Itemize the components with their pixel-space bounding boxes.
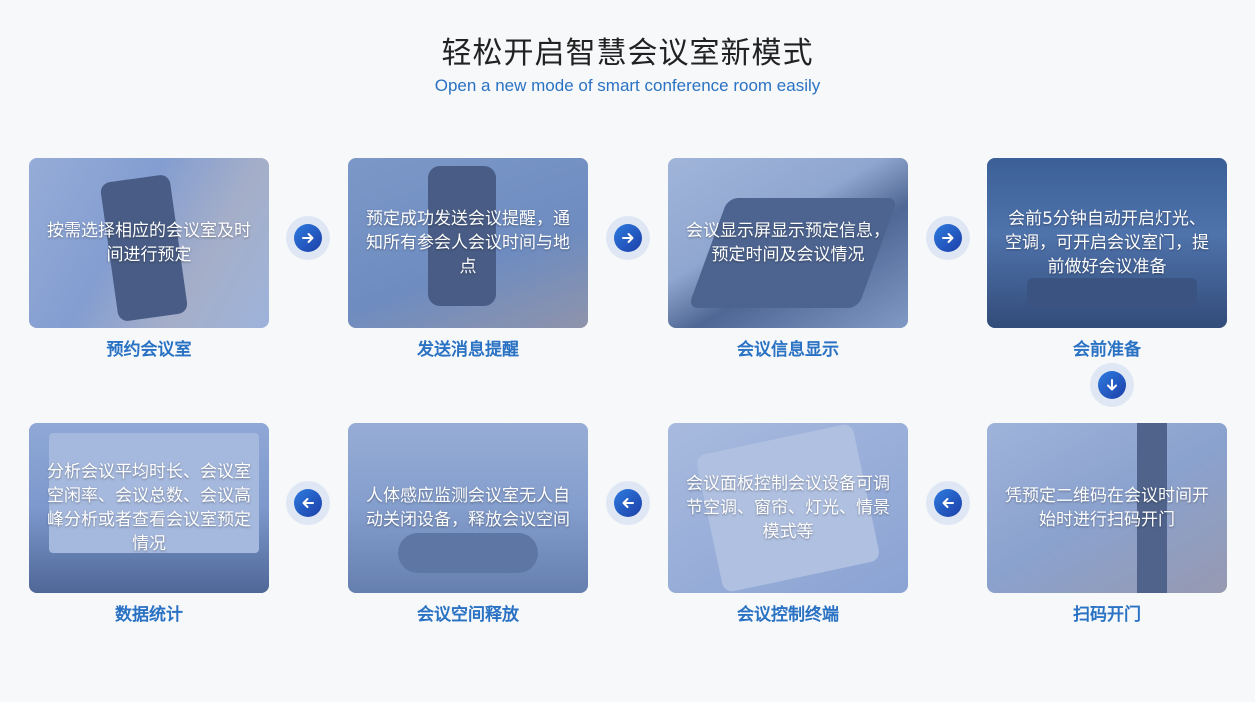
step-card-control-terminal[interactable]: 会议面板控制会议设备可调节空调、窗帘、灯光、情景模式等 — [668, 423, 908, 593]
step-desc: 凭预定二维码在会议时间开始时进行扫码开门 — [1005, 486, 1209, 530]
step-label: 扫码开门 — [1073, 605, 1141, 625]
step-label: 会议信息显示 — [737, 340, 839, 360]
step-desc: 人体感应监测会议室无人自动关闭设备，释放会议空间 — [366, 486, 570, 530]
page-subtitle: Open a new mode of smart conference room… — [434, 76, 821, 95]
arrow-left-icon — [606, 481, 650, 525]
arrow-right-icon — [926, 216, 970, 260]
step-desc: 分析会议平均时长、会议室空闲率、会议总数、会议高峰分析或者查看会议室预定情况 — [47, 462, 251, 554]
step-card-book-room[interactable]: 按需选择相应的会议室及时间进行预定 — [29, 158, 269, 328]
table-image — [1027, 278, 1197, 308]
arrow-left-icon — [286, 481, 330, 525]
step-desc: 按需选择相应的会议室及时间进行预定 — [47, 221, 251, 265]
step-desc: 会议显示屏显示预定信息，预定时间及会议情况 — [686, 221, 890, 265]
step-card-scan-open[interactable]: 凭预定二维码在会议时间开始时进行扫码开门 — [987, 423, 1227, 593]
step-label: 数据统计 — [115, 605, 183, 625]
step-card-pre-meeting[interactable]: 会前5分钟自动开启灯光、空调，可开启会议室门，提前做好会议准备 — [987, 158, 1227, 328]
step-label: 发送消息提醒 — [417, 340, 519, 360]
step-desc: 会议面板控制会议设备可调节空调、窗帘、灯光、情景模式等 — [686, 474, 890, 542]
arrow-down-icon — [1090, 363, 1134, 407]
step-card-statistics[interactable]: 分析会议平均时长、会议室空闲率、会议总数、会议高峰分析或者查看会议室预定情况 — [29, 423, 269, 593]
step-desc: 预定成功发送会议提醒，通知所有参会人会议时间与地点 — [366, 209, 570, 277]
step-label: 会议空间释放 — [417, 605, 519, 625]
step-label: 预约会议室 — [106, 340, 192, 360]
arrow-right-icon — [606, 216, 650, 260]
step-card-space-release[interactable]: 人体感应监测会议室无人自动关闭设备，释放会议空间 — [348, 423, 588, 593]
step-label: 会议控制终端 — [737, 605, 839, 625]
step-card-send-reminder[interactable]: 预定成功发送会议提醒，通知所有参会人会议时间与地点 — [348, 158, 588, 328]
step-label: 会前准备 — [1073, 340, 1141, 360]
step-desc: 会前5分钟自动开启灯光、空调，可开启会议室门，提前做好会议准备 — [1005, 209, 1209, 277]
arrow-right-icon — [286, 216, 330, 260]
arrow-left-icon — [926, 481, 970, 525]
page-title: 轻松开启智慧会议室新模式 — [441, 36, 814, 71]
step-card-info-display[interactable]: 会议显示屏显示预定信息，预定时间及会议情况 — [668, 158, 908, 328]
